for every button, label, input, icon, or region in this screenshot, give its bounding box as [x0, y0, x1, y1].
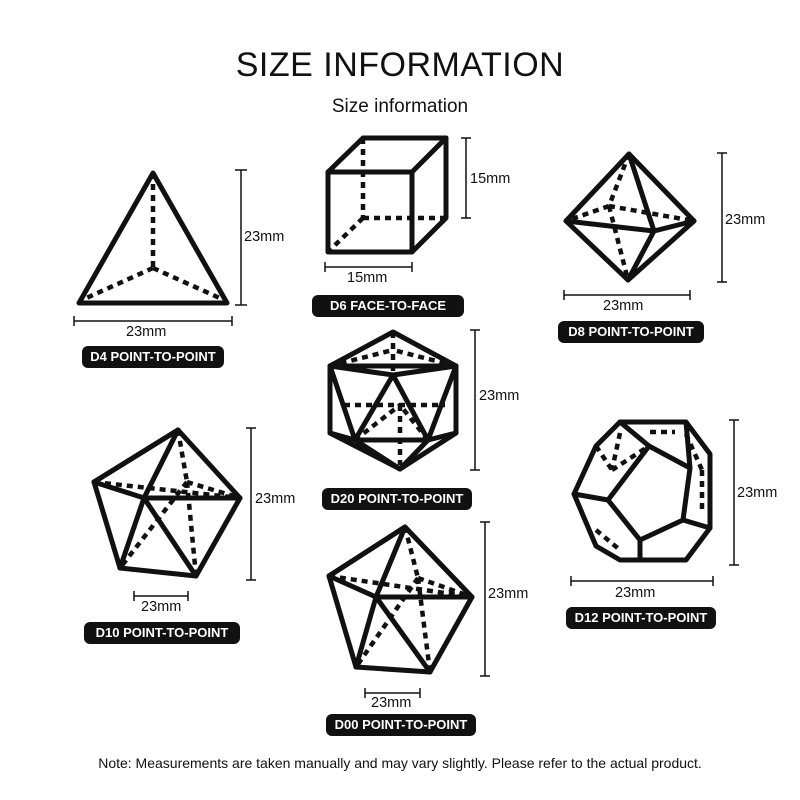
d12-height-measure: 23mm	[737, 485, 778, 501]
d00-width-measure: 23mm	[371, 695, 412, 711]
d00-measure-lines	[364, 521, 490, 698]
d6-label: D6 FACE-TO-FACE	[312, 295, 464, 317]
d10-die-drawing	[91, 427, 243, 579]
d20-label: D20 POINT-TO-POINT	[322, 488, 472, 510]
d20-height-measure: 23mm	[479, 388, 520, 404]
d00-height-measure: 23mm	[488, 586, 529, 602]
d6-die-drawing	[325, 135, 449, 255]
d10-measure-lines	[133, 427, 256, 601]
d6-measure-lines	[324, 137, 471, 272]
d10-width-measure: 23mm	[141, 599, 182, 615]
d8-measure-lines	[563, 152, 727, 300]
d00-label: D00 POINT-TO-POINT	[326, 714, 476, 736]
d8-die-drawing	[563, 151, 697, 283]
d00-die-drawing	[326, 524, 475, 675]
d4-width-measure: 23mm	[126, 324, 167, 340]
page-subtitle: Size information	[331, 96, 469, 117]
d4-height-measure: 23mm	[244, 229, 285, 245]
d10-height-measure: 23mm	[255, 491, 296, 507]
d4-label: D4 POINT-TO-POINT	[82, 346, 224, 368]
d8-width-measure: 23mm	[603, 298, 644, 314]
d10-label: D10 POINT-TO-POINT	[84, 622, 240, 644]
d20-measure-lines	[470, 329, 480, 471]
page-title: SIZE INFORMATION	[235, 46, 565, 84]
d20-die-drawing	[327, 329, 459, 472]
d6-width-measure: 15mm	[347, 270, 388, 286]
d4-measure-lines	[73, 169, 247, 326]
d4-die-drawing	[76, 170, 230, 306]
measurement-note: Note: Measurements are taken manually an…	[98, 755, 702, 771]
d8-label: D8 POINT-TO-POINT	[558, 321, 704, 343]
d6-height-measure: 15mm	[470, 171, 511, 187]
d12-width-measure: 23mm	[615, 585, 656, 601]
d12-die-drawing	[571, 419, 713, 563]
d12-label: D12 POINT-TO-POINT	[566, 607, 716, 629]
d8-height-measure: 23mm	[725, 212, 766, 228]
d12-measure-lines	[570, 419, 739, 586]
